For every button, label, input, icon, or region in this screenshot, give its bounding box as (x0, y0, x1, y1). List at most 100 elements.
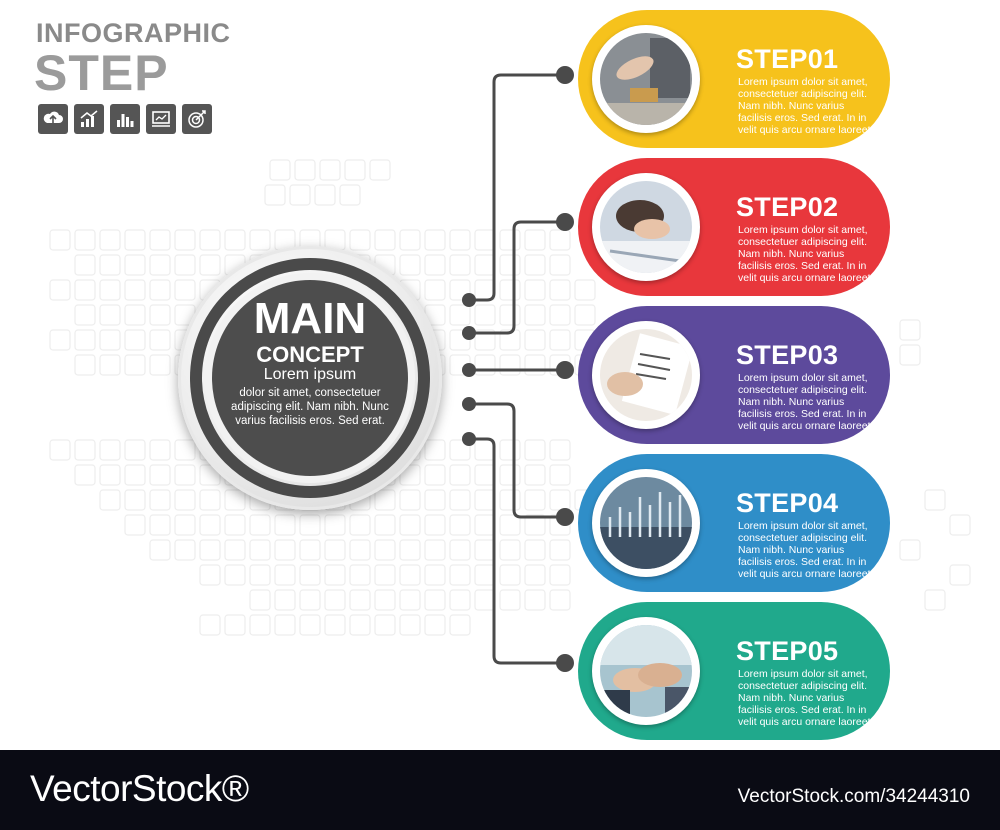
grid-square (374, 514, 396, 536)
grid-square (324, 564, 346, 586)
grid-square (264, 184, 286, 206)
grid-square (124, 464, 146, 486)
connector-node (462, 397, 476, 411)
grid-square (949, 514, 971, 536)
step-photo-frame (592, 321, 700, 429)
step-text: Lorem ipsum dolor sit amet, consectetuer… (738, 520, 874, 580)
grid-square (499, 439, 521, 461)
grid-square (299, 564, 321, 586)
grid-square (574, 304, 596, 326)
grid-square (124, 514, 146, 536)
grid-square (374, 489, 396, 511)
grid-square (899, 344, 921, 366)
header-title: STEP (34, 45, 169, 101)
grid-square (374, 614, 396, 636)
connector-step-05 (467, 437, 567, 665)
grid-square (99, 229, 121, 251)
grid-square (149, 279, 171, 301)
step-photo-05 (600, 625, 692, 717)
grid-square (49, 329, 71, 351)
grid-square (524, 279, 546, 301)
grid-square (124, 254, 146, 276)
grid-square (369, 159, 391, 181)
grid-square (449, 514, 471, 536)
grid-square (499, 464, 521, 486)
grid-square (174, 254, 196, 276)
grid-square (349, 539, 371, 561)
grid-square (549, 539, 571, 561)
step-card-02: STEP02 Lorem ipsum dolor sit amet, conse… (578, 158, 890, 296)
step-card-05: STEP05 Lorem ipsum dolor sit amet, conse… (578, 602, 890, 740)
grid-square (499, 279, 521, 301)
grid-square (949, 564, 971, 586)
grid-square (249, 229, 271, 251)
step-card-04: STEP04 Lorem ipsum dolor sit amet, conse… (578, 454, 890, 592)
step-photo-01 (600, 33, 692, 125)
grid-square (399, 614, 421, 636)
main-concept-lead: Lorem ipsum (263, 366, 357, 383)
grid-square (174, 464, 196, 486)
grid-square (549, 439, 571, 461)
grid-square (524, 439, 546, 461)
connector-node (556, 654, 574, 672)
grid-square (249, 589, 271, 611)
main-concept: MAIN CONCEPT Lorem ipsum dolor sit amet,… (212, 280, 408, 476)
bar-chart-icon (110, 104, 140, 134)
grid-square (474, 329, 496, 351)
grid-square (349, 514, 371, 536)
grid-square (449, 279, 471, 301)
grid-square (224, 514, 246, 536)
grid-square (424, 279, 446, 301)
step-text: Lorem ipsum dolor sit amet, consectetuer… (738, 668, 874, 728)
grid-square (149, 354, 171, 376)
step-title: STEP02 (736, 192, 839, 222)
presentation-icon (146, 104, 176, 134)
header-kicker: INFOGRAPHIC (36, 18, 231, 48)
grid-square (149, 254, 171, 276)
grid-square (549, 254, 571, 276)
grid-square (499, 354, 521, 376)
grid-square (174, 279, 196, 301)
target-icon (182, 104, 212, 134)
grid-square (449, 489, 471, 511)
grid-square (299, 589, 321, 611)
grid-square (299, 514, 321, 536)
grid-square (449, 589, 471, 611)
grid-square (224, 614, 246, 636)
grid-square (399, 229, 421, 251)
step-photo-frame (592, 25, 700, 133)
grid-square (549, 279, 571, 301)
connector-node (556, 213, 574, 231)
cloud-upload-icon (38, 104, 68, 134)
grid-square (524, 254, 546, 276)
grid-square (199, 514, 221, 536)
grid-square (174, 489, 196, 511)
grid-square (424, 589, 446, 611)
grid-square (499, 254, 521, 276)
grid-square (424, 254, 446, 276)
grid-square (449, 614, 471, 636)
grid-square (199, 614, 221, 636)
grid-square (399, 464, 421, 486)
grid-square (99, 439, 121, 461)
grid-square (549, 329, 571, 351)
step-card-03: STEP03 Lorem ipsum dolor sit amet, conse… (578, 306, 890, 444)
grid-square (294, 159, 316, 181)
connector-node (556, 66, 574, 84)
grid-square (74, 329, 96, 351)
grid-square (249, 614, 271, 636)
grid-square (374, 229, 396, 251)
connector-node (556, 508, 574, 526)
grid-square (474, 304, 496, 326)
grid-square (349, 589, 371, 611)
grid-square (149, 489, 171, 511)
grid-square (499, 489, 521, 511)
grid-square (399, 514, 421, 536)
grid-square (74, 229, 96, 251)
watermark-footer: VectorStock® VectorStock.com/34244310 (0, 750, 1000, 830)
grid-square (149, 439, 171, 461)
grid-square (49, 279, 71, 301)
grid-square (149, 329, 171, 351)
grid-square (49, 229, 71, 251)
step-text: Lorem ipsum dolor sit amet, consectetuer… (738, 76, 874, 136)
